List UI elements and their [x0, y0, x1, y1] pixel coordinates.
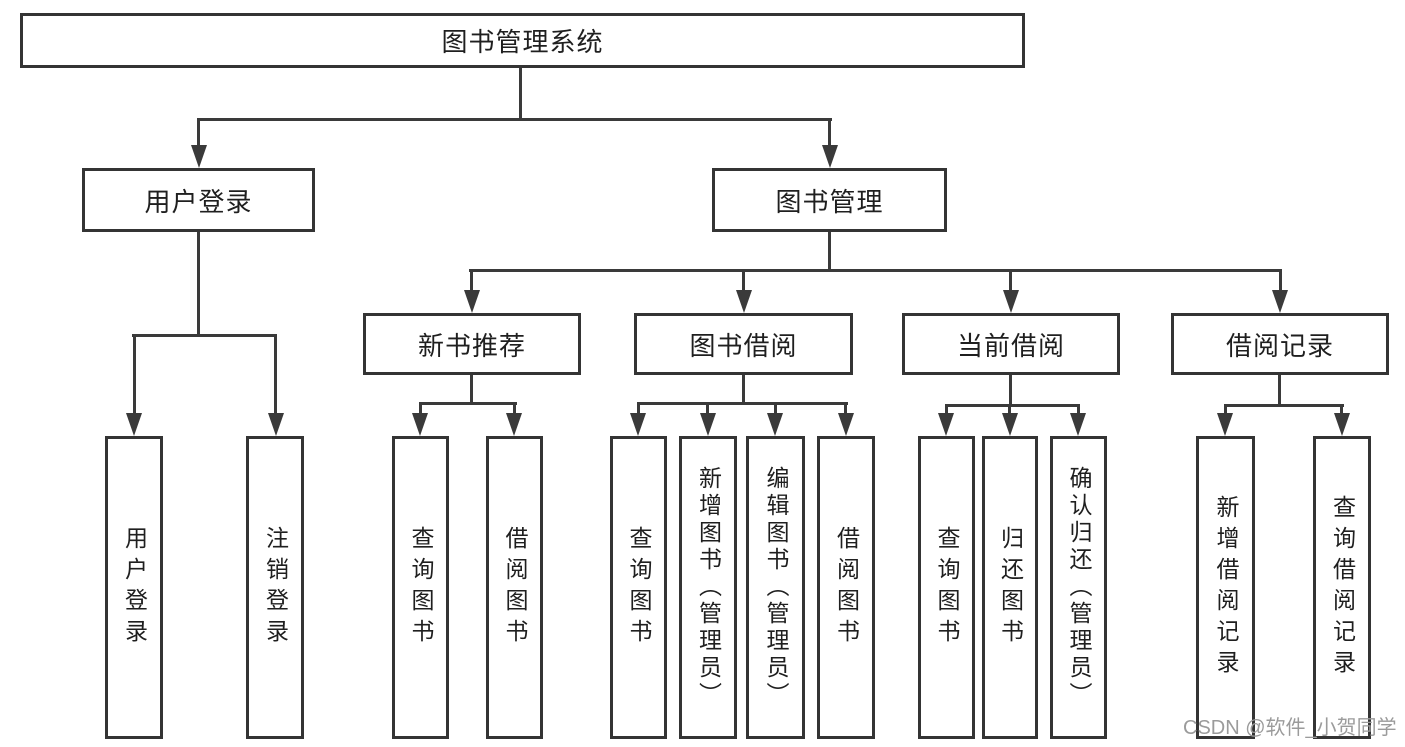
leaf-borrow-books-recommend: 借阅图书	[486, 436, 543, 739]
leaf-add-books-admin: 新增图书（管理员）	[679, 436, 737, 739]
node-book-management: 图书管理	[712, 168, 947, 232]
arrow-down	[126, 413, 142, 436]
arrow-down	[191, 145, 207, 168]
leaf-confirm-return-admin: 确认归还（管理员）	[1050, 436, 1107, 739]
arrow-down	[412, 413, 428, 436]
node-user-login-label: 用户登录	[144, 186, 253, 217]
connector-stem	[1009, 375, 1012, 406]
node-root-label: 图书管理系统	[441, 27, 604, 57]
connector-stem	[197, 232, 200, 337]
arrow-down	[1334, 413, 1350, 436]
leaf-query-books-recommend-label: 查询图书	[408, 525, 434, 650]
leaf-borrow-books-label: 借阅图书	[833, 525, 860, 650]
arrow-down	[1002, 413, 1018, 436]
node-root: 图书管理系统	[20, 13, 1025, 68]
arrow-down	[506, 413, 522, 436]
leaf-query-books-borrowing: 查询图书	[610, 436, 667, 739]
node-current-borrowing: 当前借阅	[902, 313, 1120, 375]
connector-stem	[133, 334, 136, 416]
connector-stem	[470, 375, 473, 405]
connector-stem	[742, 269, 745, 292]
arrow-down	[1272, 290, 1288, 313]
node-book-management-label: 图书管理	[775, 186, 884, 217]
leaf-borrow-books: 借阅图书	[817, 436, 875, 739]
connector-stem	[1279, 269, 1282, 292]
arrow-down	[1070, 413, 1086, 436]
arrow-down	[268, 413, 284, 436]
connector-stem	[1008, 404, 1011, 417]
connector-stem	[637, 402, 640, 417]
connector-stem	[419, 402, 422, 417]
node-book-borrowing-label: 图书借阅	[689, 330, 798, 361]
connector-stem	[197, 118, 200, 148]
csdn-watermark: CSDN @软件_小贺同学	[1183, 717, 1397, 739]
arrow-down	[700, 413, 716, 436]
connector-stem	[844, 402, 847, 417]
connector-stem	[1077, 404, 1080, 417]
leaf-confirm-return-admin-label: 确认归还（管理员）	[1066, 466, 1092, 709]
connector-hline	[132, 334, 277, 337]
node-borrowing-records: 借阅记录	[1171, 313, 1389, 375]
connector-hline	[637, 402, 848, 405]
arrow-down	[938, 413, 954, 436]
leaf-user-login-label: 用户登录	[121, 525, 148, 650]
leaf-query-borrow-record: 查询借阅记录	[1313, 436, 1371, 739]
leaf-logout: 注销登录	[246, 436, 304, 739]
leaf-add-books-admin-label: 新增图书（管理员）	[695, 466, 722, 709]
leaf-add-borrow-record-label: 新增借阅记录	[1213, 494, 1239, 681]
connector-hline	[197, 118, 832, 121]
arrow-down	[1217, 413, 1233, 436]
leaf-logout-label: 注销登录	[262, 525, 289, 650]
node-book-borrowing: 图书借阅	[634, 313, 853, 375]
connector-stem	[1278, 375, 1281, 406]
arrow-down	[838, 413, 854, 436]
connector-stem	[828, 118, 831, 148]
connector-stem	[1224, 404, 1227, 417]
connector-stem	[828, 232, 831, 271]
arrow-down	[736, 290, 752, 313]
connector-stem	[274, 334, 277, 416]
arrow-down	[464, 290, 480, 313]
node-user-login: 用户登录	[82, 168, 315, 232]
node-borrowing-records-label: 借阅记录	[1225, 330, 1334, 361]
connector-stem	[513, 402, 516, 417]
leaf-borrow-books-recommend-label: 借阅图书	[502, 525, 528, 650]
arrow-down	[630, 413, 646, 436]
node-new-book-recommend: 新书推荐	[363, 313, 581, 375]
connector-stem	[519, 68, 522, 121]
leaf-query-books-current: 查询图书	[918, 436, 975, 739]
leaf-user-login: 用户登录	[105, 436, 163, 739]
arrow-down	[1003, 290, 1019, 313]
connector-stem	[1009, 269, 1012, 292]
connector-hline	[1224, 404, 1344, 407]
arrow-down	[822, 145, 838, 168]
connector-stem	[945, 404, 948, 417]
connector-stem	[774, 402, 777, 417]
connector-stem	[470, 269, 473, 292]
connector-stem	[1340, 404, 1343, 417]
leaf-add-borrow-record: 新增借阅记录	[1196, 436, 1255, 739]
connector-stem	[742, 375, 745, 405]
leaf-edit-books-admin-label: 编辑图书（管理员）	[763, 466, 789, 709]
connector-hline	[419, 402, 517, 405]
leaf-edit-books-admin: 编辑图书（管理员）	[746, 436, 805, 739]
node-new-book-recommend-label: 新书推荐	[417, 330, 526, 361]
leaf-query-borrow-record-label: 查询借阅记录	[1329, 494, 1356, 681]
connector-hline	[945, 404, 1080, 407]
connector-hline	[469, 269, 1282, 272]
connector-stem	[706, 402, 709, 417]
leaf-query-books-current-label: 查询图书	[934, 525, 960, 650]
leaf-query-books-recommend: 查询图书	[392, 436, 449, 739]
arrow-down	[767, 413, 783, 436]
leaf-query-books-borrowing-label: 查询图书	[626, 525, 652, 650]
leaf-return-books: 归还图书	[982, 436, 1038, 739]
leaf-return-books-label: 归还图书	[997, 525, 1024, 650]
node-current-borrowing-label: 当前借阅	[956, 330, 1065, 361]
